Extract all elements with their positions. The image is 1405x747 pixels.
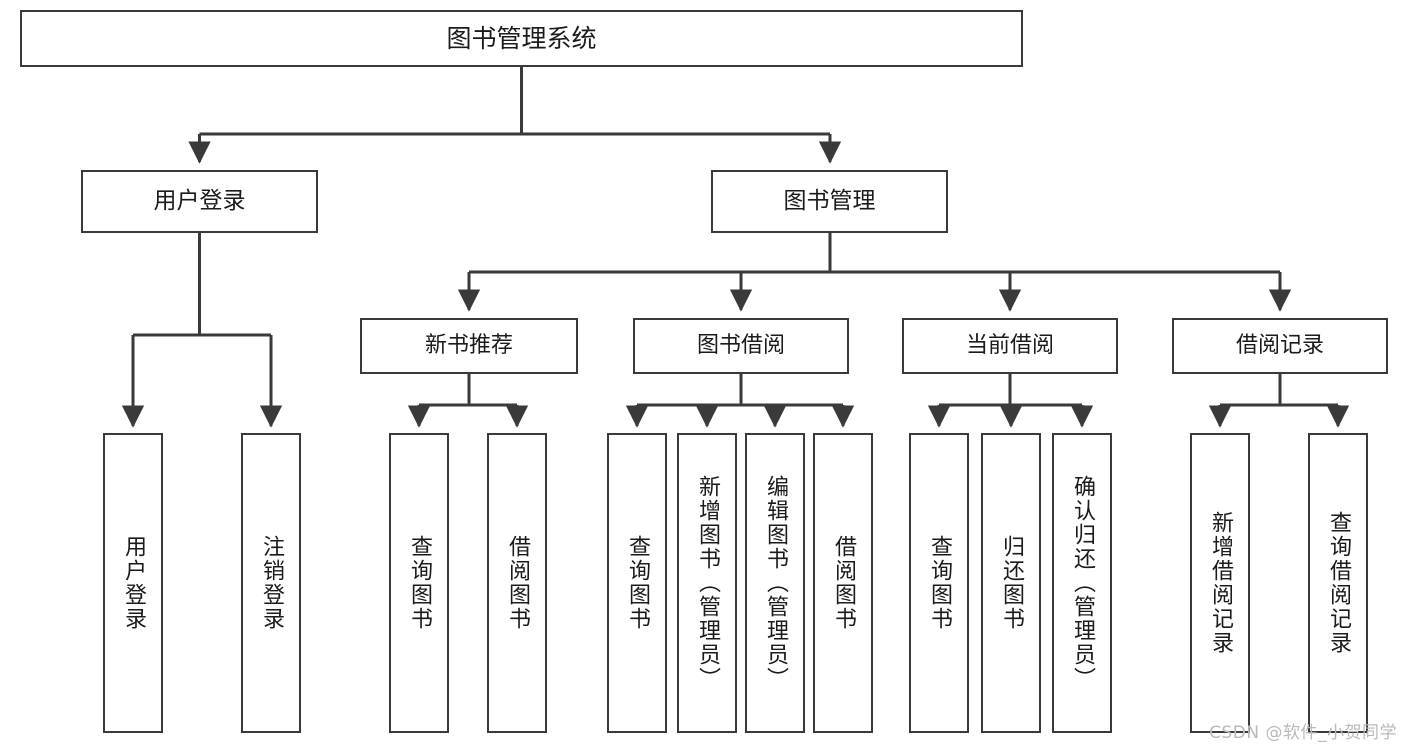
node-current-borrow[interactable]: 当前借阅 xyxy=(902,318,1118,374)
node-current-borrow-label: 当前借阅 xyxy=(965,333,1054,359)
node-leaf-edit-book-label: 编辑图书（管理员） xyxy=(762,475,788,691)
csdn-watermark: CSDN @软件_小贺同学 xyxy=(1209,723,1397,743)
node-book-borrow-label: 图书借阅 xyxy=(696,333,785,359)
node-leaf-query-book-3-label: 查询图书 xyxy=(926,535,952,631)
node-user-login-label: 用户登录 xyxy=(153,187,246,214)
node-leaf-add-book[interactable]: 新增图书（管理员） xyxy=(677,433,737,733)
node-leaf-borrow-book-2-label: 借阅图书 xyxy=(830,535,856,631)
node-leaf-query-book-3[interactable]: 查询图书 xyxy=(909,433,969,733)
node-leaf-edit-book[interactable]: 编辑图书（管理员） xyxy=(745,433,805,733)
node-book-manage-label: 图书管理 xyxy=(783,187,876,214)
node-new-book-recommend[interactable]: 新书推荐 xyxy=(360,318,578,374)
node-new-book-recommend-label: 新书推荐 xyxy=(424,333,513,359)
node-leaf-query-book-2-label: 查询图书 xyxy=(624,535,650,631)
node-leaf-borrow-book-1[interactable]: 借阅图书 xyxy=(487,433,547,733)
node-leaf-user-login[interactable]: 用户登录 xyxy=(103,433,163,733)
node-leaf-borrow-book-1-label: 借阅图书 xyxy=(504,535,530,631)
node-leaf-user-login-label: 用户登录 xyxy=(120,535,146,631)
node-borrow-record[interactable]: 借阅记录 xyxy=(1172,318,1388,374)
node-leaf-logout[interactable]: 注销登录 xyxy=(241,433,301,733)
node-leaf-query-record-label: 查询借阅记录 xyxy=(1325,511,1351,655)
node-leaf-return-book-label: 归还图书 xyxy=(998,535,1024,631)
node-leaf-confirm-return-label: 确认归还（管理员） xyxy=(1069,475,1095,691)
node-book-manage[interactable]: 图书管理 xyxy=(711,170,948,233)
node-leaf-query-book-2[interactable]: 查询图书 xyxy=(607,433,667,733)
node-borrow-record-label: 借阅记录 xyxy=(1235,333,1324,359)
node-user-login[interactable]: 用户登录 xyxy=(81,170,318,233)
node-book-borrow[interactable]: 图书借阅 xyxy=(633,318,849,374)
node-leaf-add-record[interactable]: 新增借阅记录 xyxy=(1190,433,1250,733)
node-leaf-query-record[interactable]: 查询借阅记录 xyxy=(1308,433,1368,733)
node-leaf-add-book-label: 新增图书（管理员） xyxy=(694,475,720,691)
node-leaf-query-book-1-label: 查询图书 xyxy=(406,535,432,631)
node-root-label: 图书管理系统 xyxy=(446,23,597,53)
node-leaf-borrow-book-2[interactable]: 借阅图书 xyxy=(813,433,873,733)
node-root[interactable]: 图书管理系统 xyxy=(20,10,1023,67)
node-leaf-query-book-1[interactable]: 查询图书 xyxy=(389,433,449,733)
node-leaf-return-book[interactable]: 归还图书 xyxy=(981,433,1041,733)
node-leaf-add-record-label: 新增借阅记录 xyxy=(1207,511,1233,655)
node-leaf-confirm-return[interactable]: 确认归还（管理员） xyxy=(1052,433,1112,733)
node-leaf-logout-label: 注销登录 xyxy=(258,535,284,631)
